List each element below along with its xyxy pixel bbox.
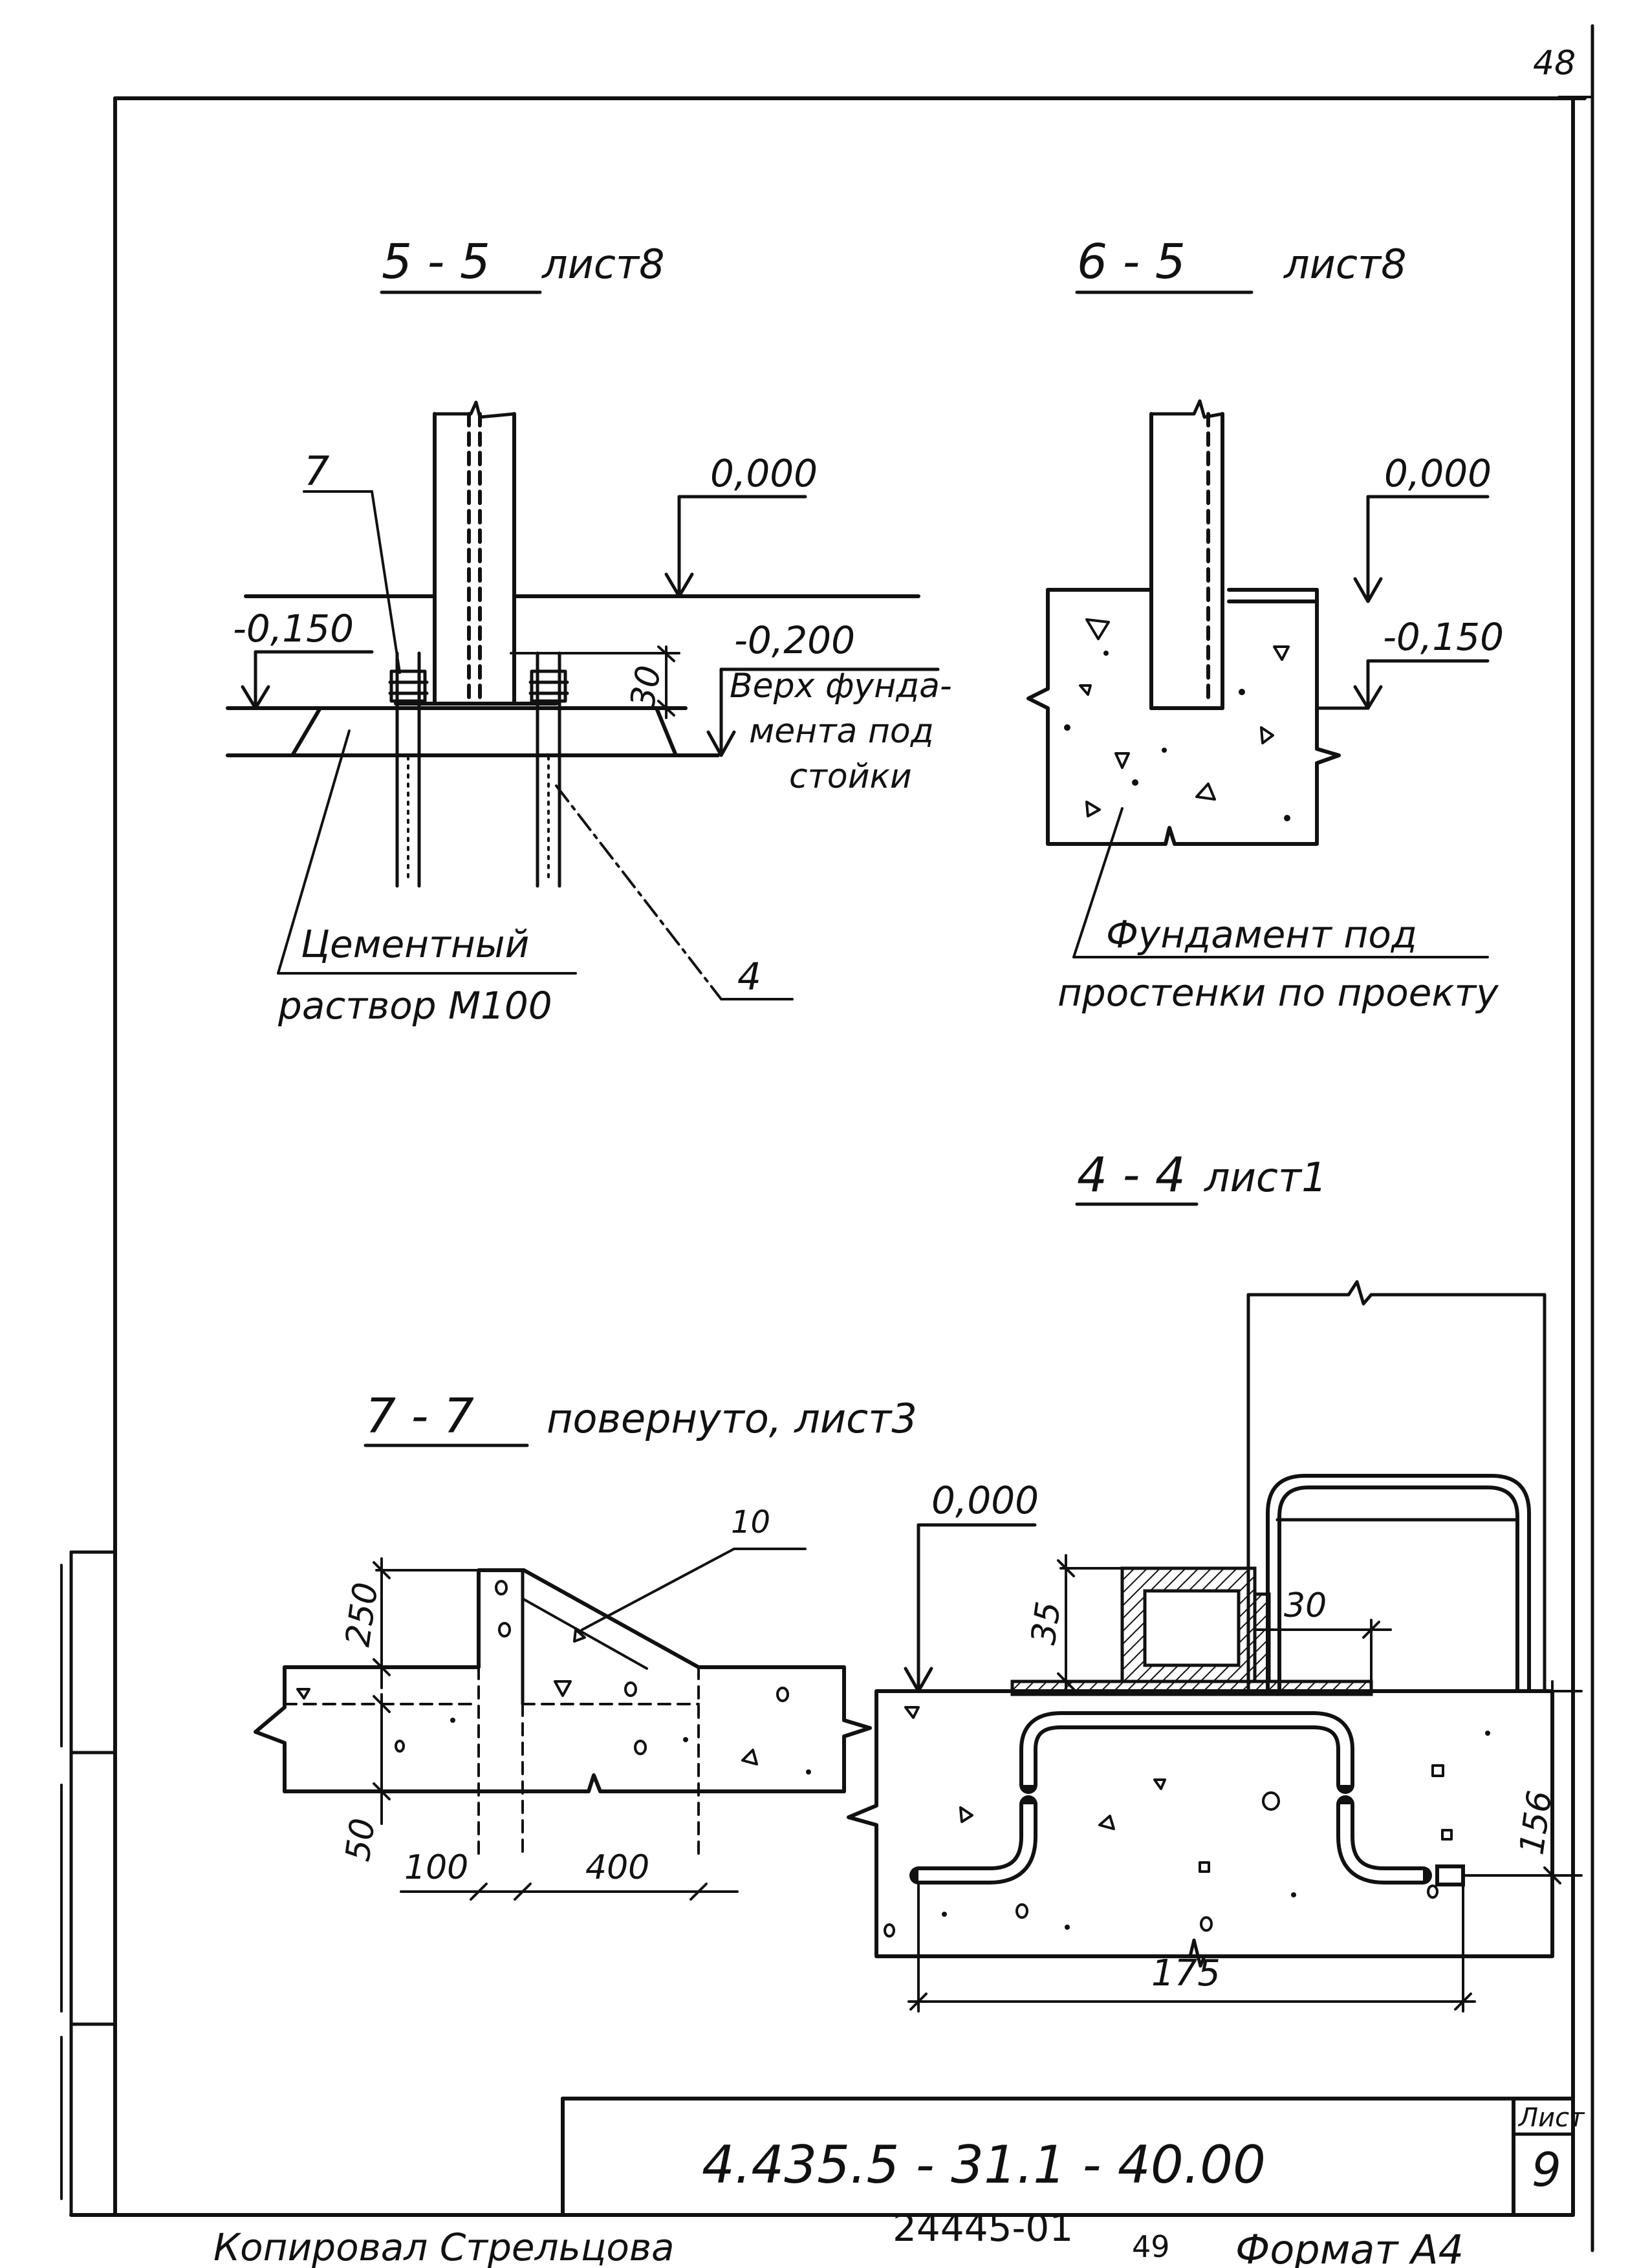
- section-7-7-dim-100: 100: [404, 1848, 468, 1887]
- section-6-5-note-line-1: Фундамент под: [1106, 913, 1417, 956]
- section-5-5-elev-right: -0,200: [734, 618, 855, 662]
- inventory-number: 24445-01: [893, 2206, 1073, 2250]
- section-5-5: 5 - 5 лист8: [226, 234, 952, 1028]
- format-label: Формат А4: [1235, 2226, 1464, 2268]
- stamp-sheet-label: Лист: [1517, 2103, 1585, 2133]
- section-4-4-dim-30: 30: [1284, 1586, 1327, 1625]
- section-5-5-mortar-line-1: Цементный: [301, 922, 529, 966]
- section-7-7-dim-400: 400: [585, 1848, 649, 1887]
- section-4-4-sheet-ref: лист1: [1204, 1154, 1327, 1201]
- section-4-4-title: 4 - 4: [1077, 1147, 1186, 1203]
- drawing-frame: [69, 24, 1594, 2252]
- section-5-5-note-line-3: стойки: [789, 757, 912, 796]
- page-number: 49: [1132, 2229, 1170, 2264]
- section-6-5-elev-right: -0,150: [1383, 615, 1504, 659]
- concrete-speckle: [884, 1706, 1490, 1938]
- section-5-5-dim-30: 30: [624, 663, 669, 712]
- binding-strip: [60, 1550, 117, 2217]
- corner-number: 48: [1533, 44, 1576, 83]
- title-block: 4.435.5 - 31.1 - 40.00 Лист 9: [561, 2097, 1585, 2217]
- copied-by-note: Копировал Стрельцова: [213, 2225, 675, 2268]
- anchor-bolt-left: [388, 651, 429, 888]
- section-5-5-sheet-ref: лист8: [541, 241, 665, 288]
- section-4-4-dim-35: 35: [1024, 1599, 1069, 1647]
- section-4-4-heading: 4 - 4 лист1: [1075, 1147, 1327, 1206]
- stamp-designation: 4.435.5 - 31.1 - 40.00: [702, 2135, 1266, 2195]
- section-7-7-dim-50: 50: [338, 1816, 383, 1864]
- section-7-7-sheet-ref: повернуто, лист3: [547, 1395, 917, 1442]
- section-7-7-item-10: 10: [731, 1504, 770, 1540]
- section-6-5-sheet-ref: лист8: [1283, 241, 1407, 288]
- section-6-5-note-line-2: простенки по проекту: [1058, 971, 1499, 1015]
- section-7-7-dim-250: 250: [338, 1580, 385, 1649]
- section-4-4-dim-156: 156: [1512, 1788, 1559, 1857]
- section-4-4-elev-top: 0,000: [931, 1478, 1039, 1522]
- concrete-speckle: [1064, 618, 1290, 821]
- section-6-5-elev-top: 0,000: [1384, 451, 1492, 495]
- anchor-bolt-right: [528, 651, 569, 888]
- stamp-sheet-number: 9: [1532, 2143, 1561, 2197]
- section-5-5-note-line-1: Верх фунда-: [730, 667, 952, 706]
- section-5-5-note-line-2: мента под: [749, 712, 934, 751]
- section-6-5-title: 6 - 5: [1077, 234, 1186, 290]
- section-5-5-item-7: 7: [304, 448, 329, 495]
- section-5-5-title: 5 - 5: [382, 234, 490, 290]
- square-tube: [1120, 1566, 1257, 1683]
- section-5-5-elev-left: -0,150: [233, 607, 354, 651]
- section-4-4-dim-175: 175: [1151, 1952, 1221, 1994]
- section-6-5: 6 - 5 лист8 0,000: [1026, 234, 1504, 1015]
- section-7-7: 7 - 7 повернуто, лист3 250 50 100 400: [254, 1388, 917, 1901]
- section-5-5-item-4: 4: [737, 955, 761, 999]
- section-4-4: 0,000 35 30 156 175: [847, 1280, 1583, 2013]
- section-5-5-mortar-line-2: раствор М100: [277, 984, 552, 1028]
- section-7-7-title: 7 - 7: [365, 1388, 474, 1444]
- concrete-speckle: [296, 1580, 811, 1775]
- section-5-5-elev-top: 0,000: [710, 451, 818, 495]
